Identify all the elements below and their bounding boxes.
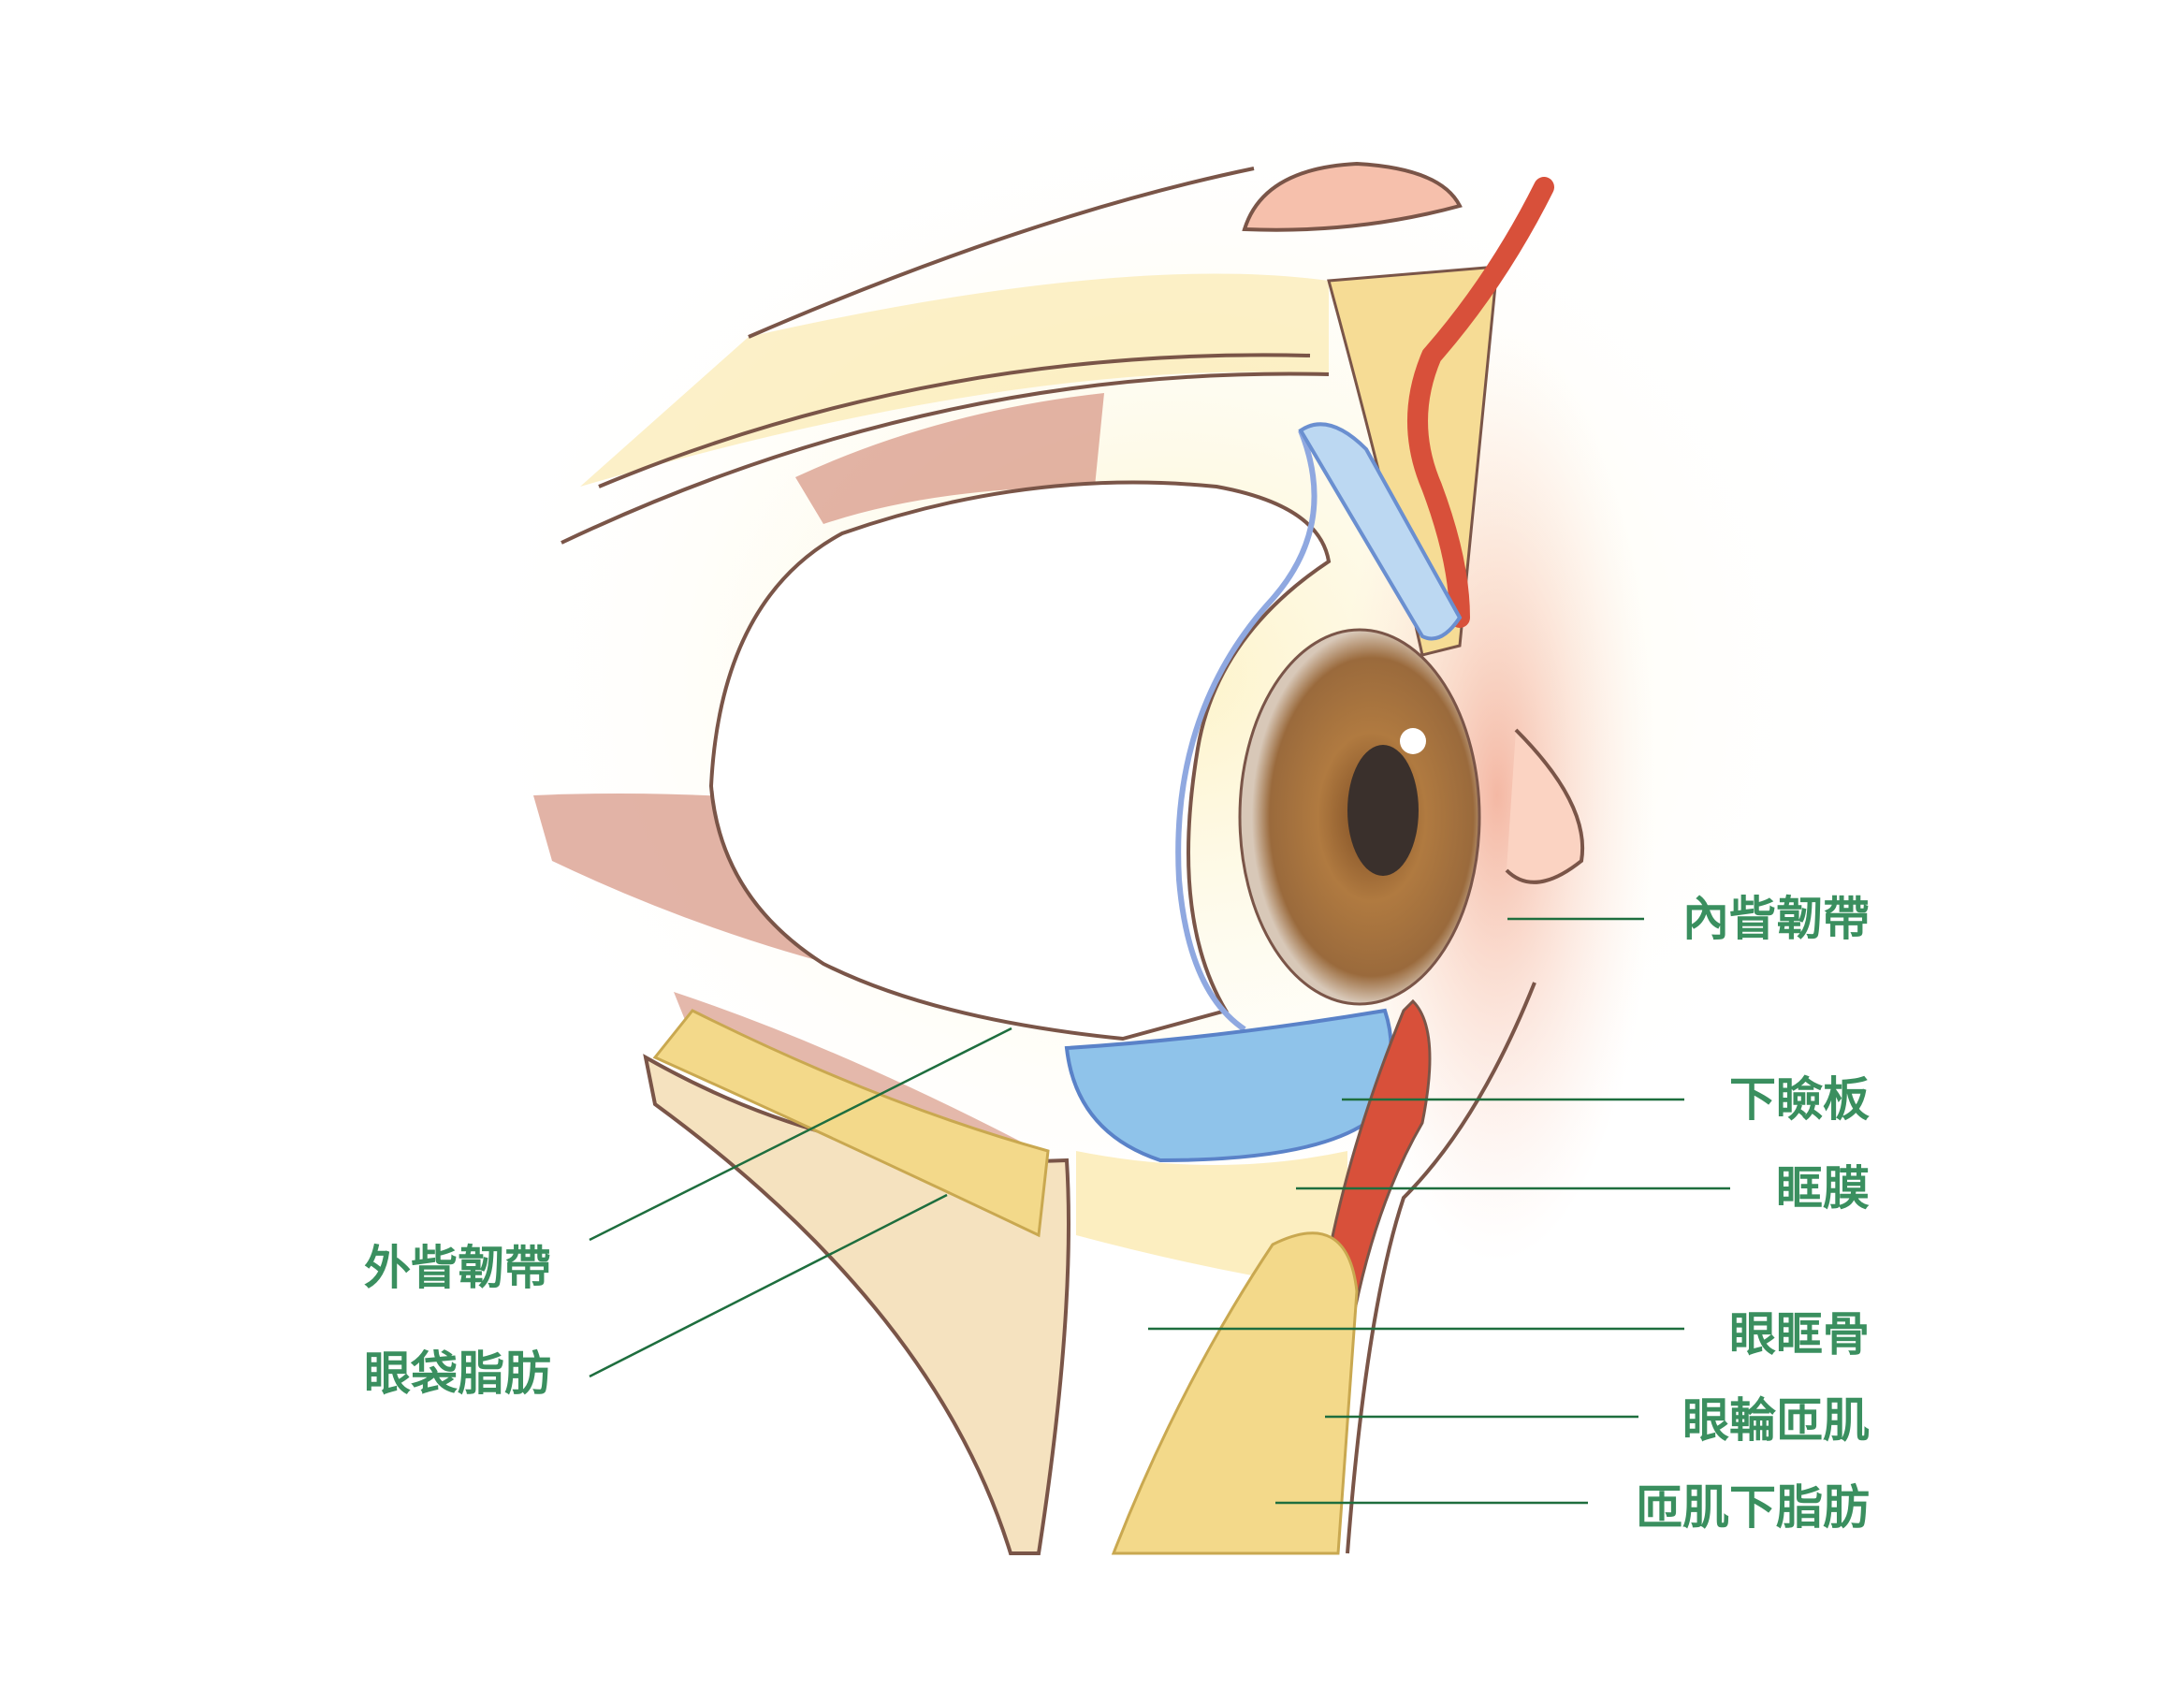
upper-tarsus — [1298, 422, 1463, 641]
upper-vessel — [1407, 177, 1554, 628]
label-orbital-bone: 眼眶骨 — [1729, 1307, 1870, 1362]
eyeball — [708, 480, 1332, 1041]
superior-rectus-muscle — [795, 393, 1104, 524]
nose-contour — [1505, 728, 1585, 884]
leader-eyebag-fat — [589, 1193, 948, 1378]
label-medial-canthal-tendon: 內眥韌帶 — [1682, 892, 1870, 946]
label-lateral-canthal-tendon: 外眥韌帶 — [364, 1241, 551, 1295]
leader-lateral-canthal — [589, 1027, 1012, 1242]
label-lower-tarsus: 下瞼板 — [1729, 1072, 1870, 1127]
eyebag-fat — [652, 1009, 1050, 1238]
brow-skin — [1242, 161, 1463, 232]
suborbicularis-fat — [1111, 1231, 1359, 1555]
label-suborbicularis-fat: 匝肌下脂肪 — [1636, 1480, 1870, 1535]
upper-lid-lines — [561, 167, 1330, 545]
leader-lines — [589, 917, 1730, 1505]
label-orbicularis-oculi: 眼輪匝肌 — [1682, 1393, 1870, 1448]
cornea-outline — [1175, 429, 1318, 1032]
pupil-highlight — [1400, 728, 1426, 754]
lower-skin — [1346, 982, 1536, 1554]
label-eyebag-fat: 眼袋脂肪 — [364, 1347, 551, 1401]
pupil — [1347, 745, 1419, 876]
label-orbital-septum: 眶膜 — [1776, 1161, 1870, 1216]
